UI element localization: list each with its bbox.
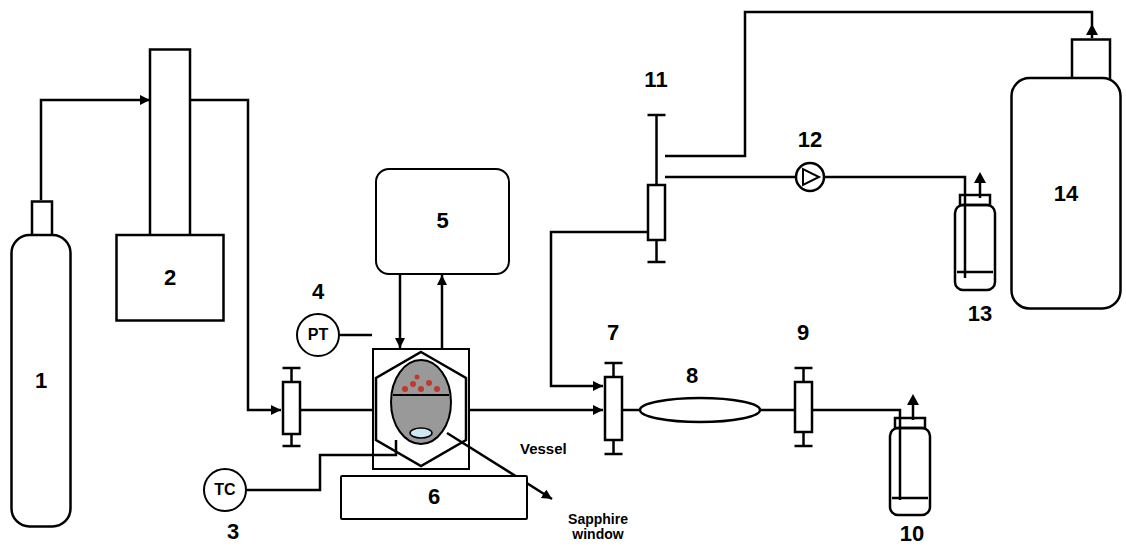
arrow-head (1086, 24, 1098, 35)
vessel-contents (391, 360, 451, 444)
node-label: 5 (436, 209, 448, 233)
sample-loop (640, 398, 760, 422)
vial-cap (960, 195, 990, 205)
node-label: Vessel (520, 441, 567, 458)
collection-vial (890, 428, 930, 515)
coil-line (622, 409, 640, 412)
callout-number: 12 (798, 128, 822, 152)
gas-cylinder: 14 (1010, 38, 1122, 310)
pipe-connector (340, 334, 372, 337)
node-label: 2 (164, 266, 176, 290)
valve-symbol (605, 363, 623, 454)
thermocouple: TC (203, 468, 247, 512)
callout-number: 3 (227, 520, 239, 544)
node-label: TC (214, 481, 235, 499)
pipe-connector (441, 275, 444, 348)
pipe-connector (399, 275, 402, 348)
water-bath: 5 (375, 168, 510, 275)
callout-number: 13 (968, 302, 992, 326)
node-label: PT (308, 326, 328, 344)
inlet-line (300, 409, 372, 412)
coil-line (760, 409, 795, 412)
vial-cap (895, 418, 925, 428)
arrow-head (907, 394, 919, 405)
arrow-head (974, 172, 986, 183)
callout-number: 9 (797, 321, 809, 345)
syringe-pump: 2 (115, 48, 225, 322)
callout-number: 7 (607, 321, 619, 345)
valve-symbol (283, 368, 301, 446)
sample-particles (402, 375, 440, 393)
valve-symbol (795, 368, 813, 446)
thermocouple-probe (372, 440, 396, 455)
pressure-vessel: Vessel (372, 348, 470, 470)
pressure-transducer: PT (296, 313, 340, 357)
node-label: 14 (1054, 182, 1078, 206)
node-label: 1 (35, 369, 47, 393)
pump-symbol (796, 163, 824, 191)
vessel-hexagon (376, 352, 466, 466)
gas-cylinder-outline (1010, 38, 1122, 310)
pump-outlet-line (824, 177, 965, 278)
sapphire-window (410, 428, 432, 438)
magnetic-stirrer: 6 (340, 475, 528, 520)
callout-number: 8 (686, 364, 698, 388)
collection-line (812, 410, 900, 500)
valve-group (283, 115, 813, 454)
node-label: 6 (428, 485, 440, 509)
vial-liquid (892, 497, 928, 500)
part-label: Sapphire window (555, 512, 641, 543)
solvent-line (551, 232, 648, 386)
vial-liquid (957, 271, 993, 274)
valve-symbol (648, 115, 666, 262)
pipe-connector (41, 100, 150, 200)
callout-number: 11 (644, 68, 667, 92)
outlet-line (470, 409, 603, 412)
callout-number: 4 (312, 280, 324, 304)
sample-support (393, 394, 449, 396)
gas-cylinder: 1 (10, 200, 72, 528)
gas-cylinder-outline (10, 200, 72, 528)
solvent-vial (955, 205, 995, 290)
pump-triangle (803, 169, 819, 185)
callout-number: 10 (900, 522, 924, 546)
pump-line (665, 176, 796, 179)
